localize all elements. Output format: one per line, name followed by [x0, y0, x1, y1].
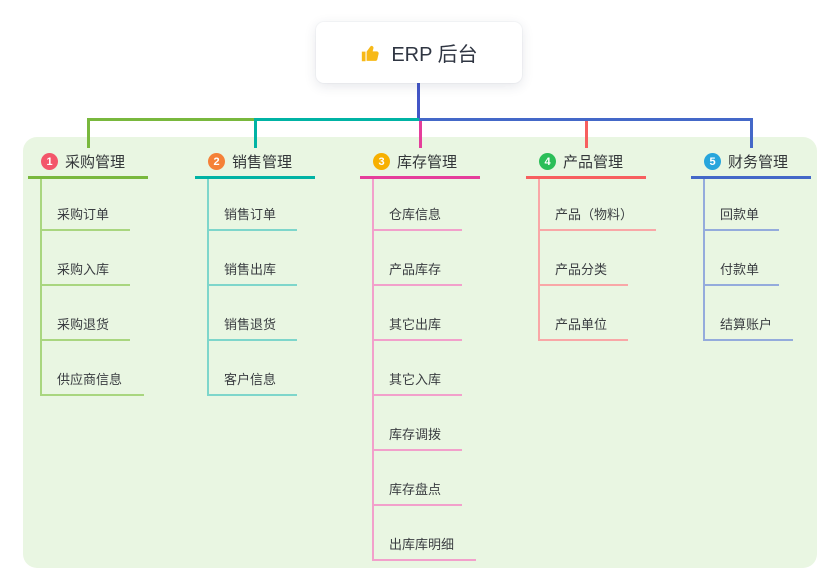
child-underline	[207, 339, 297, 341]
child-node[interactable]: 产品库存	[389, 262, 442, 277]
branch-drop-line	[419, 118, 422, 148]
branch-badge: 1	[41, 153, 58, 170]
child-underline	[207, 284, 297, 286]
branch-underline	[526, 176, 646, 179]
child-underline	[538, 284, 628, 286]
child-node[interactable]: 仓库信息	[389, 207, 442, 222]
child-underline	[703, 339, 793, 341]
child-node[interactable]: 回款单	[720, 207, 760, 222]
branch-underline	[691, 176, 811, 179]
branch-header-5[interactable]: 5 财务管理	[704, 151, 788, 172]
branch-badge: 3	[373, 153, 390, 170]
branch-underline	[360, 176, 480, 179]
child-node[interactable]: 产品分类	[555, 262, 608, 277]
child-node[interactable]: 结算账户	[720, 317, 773, 332]
root-label: ERP 后台	[391, 44, 478, 66]
children-spine-line	[207, 179, 209, 396]
child-underline	[207, 229, 297, 231]
branch-badge: 2	[208, 153, 225, 170]
child-node[interactable]: 其它出库	[389, 317, 442, 332]
child-underline	[703, 229, 779, 231]
child-node[interactable]: 销售出库	[224, 262, 277, 277]
branch-header-2[interactable]: 2 销售管理	[208, 151, 292, 172]
thumbs-up-icon	[360, 42, 382, 64]
root-stem-line	[417, 83, 420, 121]
child-underline	[207, 394, 297, 396]
child-node[interactable]: 客户信息	[224, 372, 277, 387]
child-node[interactable]: 库存盘点	[389, 482, 442, 497]
branches-panel	[23, 137, 817, 568]
child-underline	[40, 284, 130, 286]
child-node[interactable]: 供应商信息	[57, 372, 123, 387]
child-underline	[372, 504, 462, 506]
branch-horizontal-line	[419, 118, 753, 121]
branch-label: 销售管理	[232, 154, 293, 171]
child-underline	[372, 229, 462, 231]
branch-label: 库存管理	[397, 154, 458, 171]
branch-horizontal-line	[254, 118, 422, 121]
child-node[interactable]: 付款单	[720, 262, 760, 277]
branch-drop-line	[87, 118, 90, 148]
branch-drop-line	[585, 118, 588, 148]
branch-badge: 5	[704, 153, 721, 170]
child-node[interactable]: 采购订单	[57, 207, 110, 222]
child-underline	[40, 229, 130, 231]
child-underline	[538, 229, 656, 231]
child-underline	[372, 449, 462, 451]
branch-label: 财务管理	[728, 154, 789, 171]
child-node[interactable]: 产品（物料）	[555, 207, 634, 222]
child-underline	[372, 394, 462, 396]
children-spine-line	[703, 179, 705, 341]
branch-header-1[interactable]: 1 采购管理	[41, 151, 125, 172]
child-underline	[703, 284, 779, 286]
branch-horizontal-line	[87, 118, 257, 121]
branch-drop-line	[254, 118, 257, 148]
branch-underline	[195, 176, 315, 179]
root-node[interactable]: ERP 后台	[316, 22, 522, 83]
branch-underline	[28, 176, 148, 179]
branch-drop-line	[750, 118, 753, 148]
child-underline	[40, 394, 144, 396]
children-spine-line	[40, 179, 42, 396]
child-underline	[372, 284, 462, 286]
child-node[interactable]: 其它入库	[389, 372, 442, 387]
branch-label: 采购管理	[65, 154, 126, 171]
children-spine-line	[372, 179, 374, 561]
child-underline	[372, 339, 462, 341]
branch-header-3[interactable]: 3 库存管理	[373, 151, 457, 172]
branch-badge: 4	[539, 153, 556, 170]
child-underline	[372, 559, 476, 561]
child-node[interactable]: 库存调拨	[389, 427, 442, 442]
child-node[interactable]: 采购入库	[57, 262, 110, 277]
child-node[interactable]: 销售订单	[224, 207, 277, 222]
child-node[interactable]: 采购退货	[57, 317, 110, 332]
branch-label: 产品管理	[563, 154, 624, 171]
child-underline	[538, 339, 628, 341]
child-node[interactable]: 出库库明细	[389, 537, 455, 552]
child-node[interactable]: 产品单位	[555, 317, 608, 332]
child-underline	[40, 339, 130, 341]
children-spine-line	[538, 179, 540, 341]
branch-header-4[interactable]: 4 产品管理	[539, 151, 623, 172]
child-node[interactable]: 销售退货	[224, 317, 277, 332]
